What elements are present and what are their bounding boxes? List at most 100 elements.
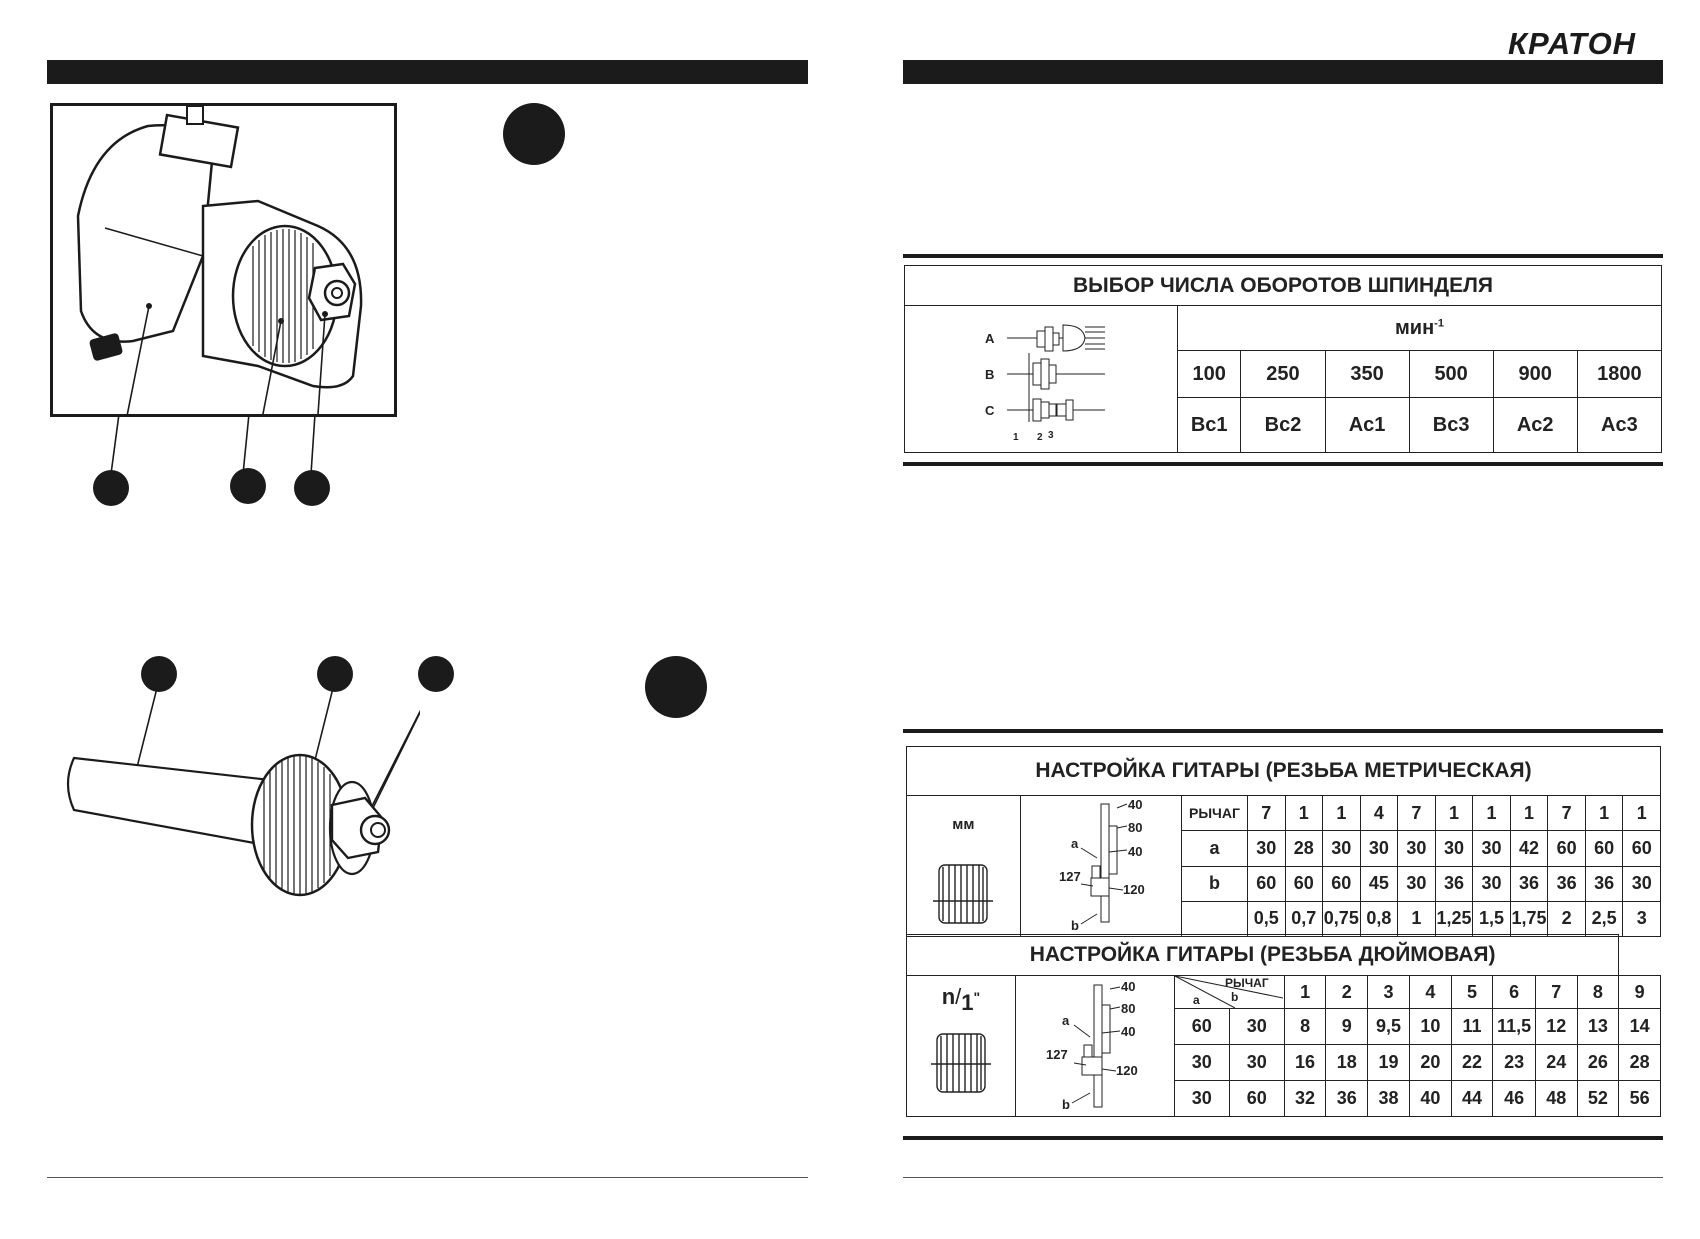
metric-lever-value: 1: [1622, 794, 1661, 832]
callout-marker: [418, 656, 454, 692]
inch-tpi-value: 18: [1325, 1044, 1369, 1081]
metric-thread-table: НАСТРОЙКА ГИТАРЫ (РЕЗЬБА МЕТРИЧЕСКАЯ) мм: [906, 746, 1661, 938]
spindle-unit: мин: [1395, 316, 1435, 339]
gear-bottom-rule: [903, 1136, 1663, 1140]
inch-lever-value: 9: [1618, 975, 1661, 1009]
metric-unit-cell: мм: [906, 795, 1021, 937]
metric-row-label: a: [1181, 830, 1248, 867]
metric-lever-value: 1: [1584, 794, 1624, 832]
metric-lever-value: 7: [1547, 794, 1586, 832]
inch-a-header: a: [1193, 993, 1200, 1007]
metric-b-value: 30: [1397, 865, 1436, 902]
metric-lever-value: 1: [1322, 794, 1361, 832]
illustration-grinder-frame: [50, 103, 397, 417]
metric-unit: мм: [952, 816, 975, 833]
inch-tpi-value: 19: [1367, 1044, 1411, 1081]
gear-label: 120: [1123, 882, 1145, 897]
inch-tpi-value: 10: [1409, 1008, 1452, 1045]
inch-lever-value: 3: [1367, 975, 1411, 1009]
callout-marker: [230, 468, 266, 504]
metric-b-value: 60: [1322, 865, 1361, 902]
inch-lever-value: 8: [1576, 975, 1620, 1009]
inch-tpi-value: 8: [1283, 1008, 1327, 1045]
inch-tpi-value: 9,5: [1367, 1008, 1411, 1045]
shaft-wheel-illustration: [66, 680, 420, 897]
metric-a-value: 30: [1472, 830, 1511, 867]
metric-pitch-value: 3: [1622, 900, 1661, 938]
thread-coil-icon: [930, 1033, 991, 1093]
inch-tpi-value: 52: [1576, 1080, 1620, 1117]
gear-label: b: [1071, 918, 1079, 933]
metric-lever-value: 7: [1246, 794, 1286, 832]
metric-lever-value: 1: [1472, 794, 1511, 832]
speed-value: 500: [1408, 350, 1494, 398]
callout-marker: [294, 470, 330, 506]
metric-lever-value: 4: [1359, 794, 1399, 832]
metric-lever-value: 1: [1284, 794, 1324, 832]
inch-tpi-value: 13: [1576, 1008, 1620, 1045]
speed-setting: Bc1: [1176, 397, 1242, 453]
inch-tpi-value: 44: [1450, 1080, 1494, 1117]
spindle-gear-diagram: A B C 1 2 3: [904, 305, 1178, 453]
inch-unit-1: 1: [961, 990, 974, 1015]
metric-a-value: 28: [1284, 830, 1324, 867]
inch-tpi-value: 9: [1325, 1008, 1369, 1045]
metric-pitch-value: 1,5: [1472, 900, 1511, 938]
metric-row-label: РЫЧАГ: [1181, 794, 1248, 832]
metric-a-value: 60: [1622, 830, 1661, 867]
speed-setting: Ac1: [1324, 397, 1410, 453]
metric-b-value: 45: [1359, 865, 1399, 902]
right-header-bar: [903, 60, 1663, 84]
inch-header-cell: РЫЧАГ a b: [1173, 975, 1285, 1009]
metric-row-label: [1181, 900, 1248, 938]
inch-tpi-value: 48: [1534, 1080, 1578, 1117]
inch-tpi-value: 56: [1618, 1080, 1661, 1117]
gear-label: 127: [1046, 1047, 1068, 1062]
inch-b-header: b: [1231, 990, 1238, 1004]
spindle-unit-sup: -1: [1434, 316, 1444, 329]
inch-a-value: 30: [1173, 1044, 1230, 1081]
metric-pitch-value: 1: [1397, 900, 1436, 938]
metric-pitch-value: 1,75: [1509, 900, 1549, 938]
inch-tpi-value: 32: [1283, 1080, 1327, 1117]
diagram-num: 2: [1037, 432, 1043, 443]
speed-setting: Ac3: [1576, 397, 1663, 453]
inch-tpi-value: 20: [1409, 1044, 1452, 1081]
inch-tpi-value: 11: [1450, 1008, 1494, 1045]
gear-label: 40: [1121, 1024, 1135, 1039]
metric-gear-diagram: 40 80 40 a 127 120 b: [1019, 795, 1183, 937]
speed-setting: Ac2: [1492, 397, 1578, 453]
inch-tpi-value: 36: [1325, 1080, 1369, 1117]
right-footer-line: [903, 1177, 1663, 1178]
metric-lever-value: 1: [1434, 794, 1474, 832]
leader-lines-1: [110, 414, 316, 474]
metric-pitch-value: 0,75: [1322, 900, 1361, 938]
metric-pitch-value: 1,25: [1434, 900, 1474, 938]
inch-tpi-value: 12: [1534, 1008, 1578, 1045]
spindle-bottom-rule: [903, 462, 1663, 466]
metric-b-value: 60: [1284, 865, 1324, 902]
speed-value: 250: [1240, 350, 1326, 398]
inch-lever-header: РЫЧАГ: [1225, 976, 1269, 990]
diagram-row-label: A: [985, 331, 995, 346]
gear-label: 40: [1121, 979, 1135, 994]
diagram-num: 1: [1013, 432, 1019, 443]
inch-lever-value: 2: [1325, 975, 1369, 1009]
metric-a-value: 30: [1322, 830, 1361, 867]
gear-label: 120: [1116, 1063, 1138, 1078]
gear-label: 40: [1128, 797, 1142, 812]
metric-pitch-value: 0,8: [1359, 900, 1399, 938]
diagram-num: 3: [1048, 430, 1054, 441]
inch-tpi-value: 22: [1450, 1044, 1494, 1081]
spindle-unit-cell: мин-1: [1176, 305, 1663, 351]
gear-label: 40: [1128, 844, 1142, 859]
left-footer-line: [47, 1177, 808, 1178]
gear-label: b: [1062, 1097, 1070, 1112]
metric-b-value: 36: [1509, 865, 1549, 902]
speed-setting: Bc2: [1240, 397, 1326, 453]
diagram-row-label: B: [985, 367, 994, 382]
inch-table-title: НАСТРОЙКА ГИТАРЫ (РЕЗЬБА ДЮЙМОВАЯ): [905, 934, 1620, 976]
left-header-bar: [47, 60, 808, 84]
inch-gear-diagram: 40 80 40 a 127 120 b: [1014, 975, 1175, 1117]
grinder-attachment-illustration: [76, 106, 363, 414]
